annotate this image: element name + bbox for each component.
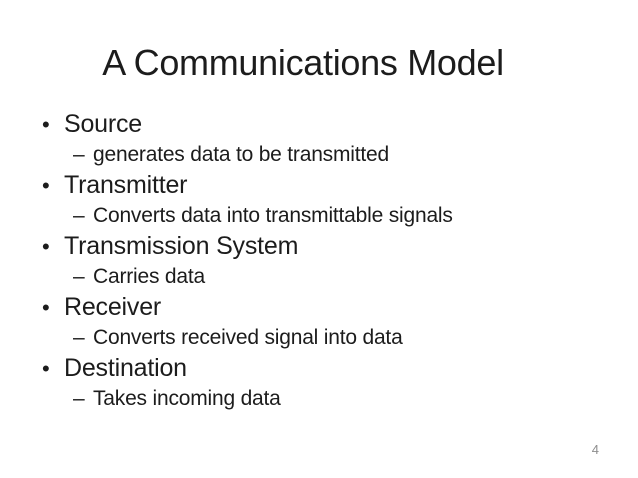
dash-marker: – (73, 143, 85, 166)
bullet-marker: • (42, 356, 50, 381)
bullet-item: • Receiver (0, 291, 638, 324)
sub-bullet-label: Takes incoming data (93, 387, 281, 410)
slide-title: A Communications Model (102, 42, 504, 83)
sub-bullet-item: – Takes incoming data (0, 385, 638, 413)
bullet-label: Transmission System (64, 232, 299, 260)
dash-marker: – (73, 204, 85, 227)
bullet-item: • Source (0, 108, 638, 141)
bullet-marker: • (42, 295, 50, 320)
bullet-label: Transmitter (64, 171, 188, 199)
sub-bullet-item: – Converts received signal into data (0, 324, 638, 352)
bullet-item: • Destination (0, 352, 638, 385)
sub-bullet-item: – Carries data (0, 263, 638, 291)
sub-bullet-label: generates data to be transmitted (93, 143, 389, 166)
sub-bullet-label: Converts data into transmittable signals (93, 204, 453, 227)
page-number: 4 (591, 442, 599, 457)
dash-marker: – (73, 387, 85, 410)
bullet-label: Destination (64, 354, 187, 382)
bullet-label: Source (64, 110, 143, 138)
sub-bullet-label: Carries data (93, 265, 205, 288)
dash-marker: – (73, 326, 85, 349)
bullet-marker: • (42, 173, 50, 198)
bullet-item: • Transmitter (0, 169, 638, 202)
sub-bullet-label: Converts received signal into data (93, 326, 403, 349)
sub-bullet-item: – Converts data into transmittable signa… (0, 202, 638, 230)
bullet-label: Receiver (64, 293, 162, 321)
bullet-marker: • (42, 112, 50, 137)
sub-bullet-item: – generates data to be transmitted (0, 141, 638, 169)
bullet-list: • Source – generates data to be transmit… (0, 108, 638, 413)
dash-marker: – (73, 265, 85, 288)
bullet-item: • Transmission System (0, 230, 638, 263)
bullet-marker: • (42, 234, 50, 259)
